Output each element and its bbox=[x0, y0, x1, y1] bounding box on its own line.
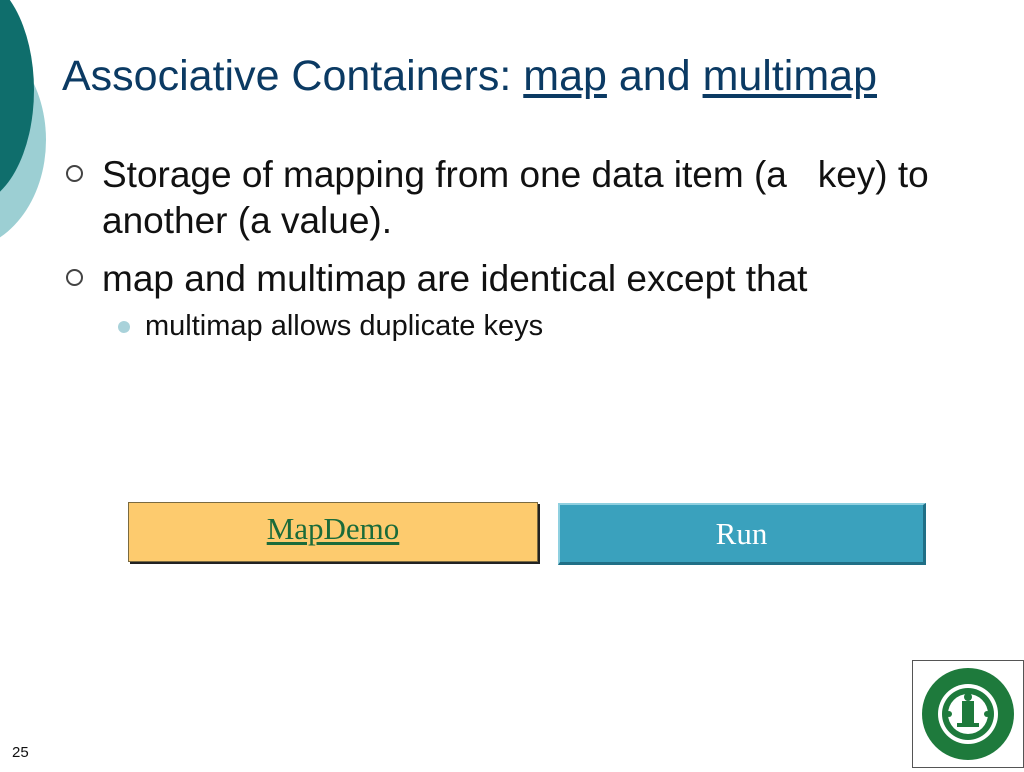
title-and: and bbox=[606, 52, 703, 100]
hollow-circle-bullet-icon bbox=[66, 269, 83, 286]
run-button-label: Run bbox=[715, 515, 768, 551]
university-logo bbox=[912, 660, 1024, 768]
bullet-text: Storage of mapping from one data item (a… bbox=[102, 154, 929, 241]
multimap-link[interactable]: multimap bbox=[702, 52, 877, 100]
map-link[interactable]: map bbox=[523, 52, 607, 100]
sub-bullet-text: multimap allows duplicate keys bbox=[145, 310, 544, 342]
bullet-text: map and multimap are identical except th… bbox=[102, 258, 808, 299]
title-prefix: Associative Containers: bbox=[62, 52, 524, 100]
bullet-item: map and multimap are identical except th… bbox=[64, 256, 964, 302]
page-number: 25 bbox=[12, 744, 29, 761]
dot-bullet-icon bbox=[118, 321, 130, 333]
bullet-list: Storage of mapping from one data item (a… bbox=[64, 152, 964, 344]
run-button[interactable]: Run bbox=[558, 503, 926, 565]
bullet-item: Storage of mapping from one data item (a… bbox=[64, 152, 964, 244]
university-seal-icon bbox=[922, 668, 1014, 760]
slide-title: Associative Containers: map and multimap bbox=[62, 52, 877, 101]
dark-teal-shape bbox=[0, 0, 34, 192]
corner-decoration bbox=[0, 0, 46, 238]
hollow-circle-bullet-icon bbox=[66, 165, 83, 182]
mapdemo-button[interactable]: MapDemo bbox=[128, 502, 538, 562]
mapdemo-link[interactable]: MapDemo bbox=[266, 511, 400, 546]
sub-bullet-item: multimap allows duplicate keys bbox=[64, 308, 964, 344]
